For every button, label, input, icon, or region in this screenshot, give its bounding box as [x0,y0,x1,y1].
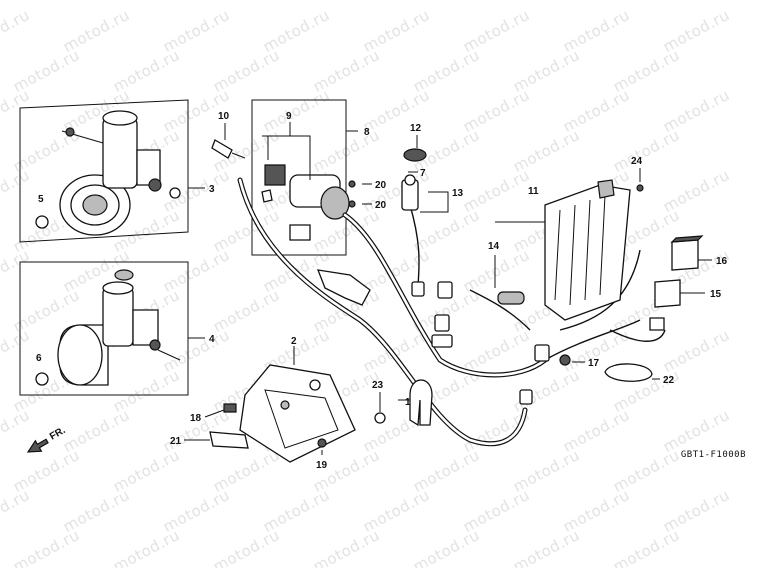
callout-18: 18 [190,413,202,424]
callout-2: 2 [291,336,297,347]
harness-clamp [409,379,433,427]
callout-20-lower: 20 [375,200,387,211]
callout-9: 9 [286,111,292,122]
callout-8: 8 [364,127,370,138]
callout-6: 6 [36,353,42,364]
callout-7: 7 [420,168,426,179]
relays [649,235,704,331]
steering-lock-assembly-lower [35,269,181,386]
ignition-switch [211,139,350,241]
front-direction-arrow [26,438,49,453]
callout-5: 5 [38,194,44,205]
callout-21: 21 [170,436,182,447]
callout-15: 15 [710,289,722,300]
callout-11: 11 [528,186,539,197]
fasteners [223,180,644,448]
callout-labels: 1 2 3 4 5 6 7 8 9 10 11 12 13 14 15 16 1… [36,111,728,471]
steering-lock-assembly-upper [35,110,181,236]
wire-harness [237,177,666,447]
callout-12: 12 [410,123,422,134]
group-box-part-3 [19,99,189,243]
switch-bracket [316,269,371,306]
front-direction-label: FR. [48,425,68,443]
group-box-part-4 [19,261,189,396]
connectors [411,281,550,405]
drawing-code: GBT1-F1000B [680,450,746,460]
callout-4: 4 [209,334,215,345]
callout-10: 10 [218,111,230,122]
mounting-bracket [209,364,356,463]
callout-22: 22 [663,375,675,386]
harness-band [604,363,653,382]
callout-1: 1 [405,397,411,408]
callout-14: 14 [488,241,500,252]
callout-19: 19 [316,460,328,471]
group-box-part-8 [251,99,347,256]
callout-3: 3 [209,184,215,195]
callout-16: 16 [716,256,728,267]
callout-24: 24 [631,156,643,167]
regulator-rectifier [544,179,631,321]
callout-17: 17 [588,358,600,369]
fuse-cap-and-bulb [401,148,427,211]
callout-20-upper: 20 [375,180,387,191]
callout-13: 13 [452,188,464,199]
callout-23: 23 [372,380,384,391]
leader-lines [184,122,712,455]
